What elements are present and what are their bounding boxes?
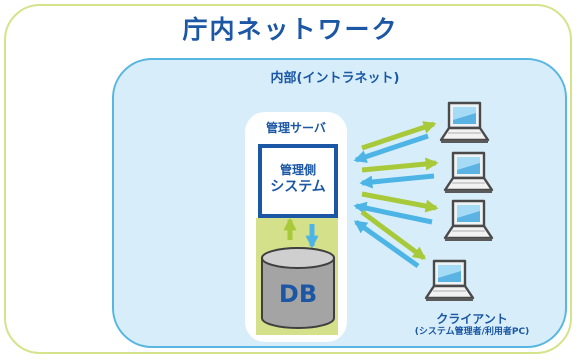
green-arrow-to-client-1 [361,121,437,151]
laptop-icon [443,199,494,243]
client-title: クライアント [436,312,508,326]
laptop-icon [424,259,475,303]
green-arrow-to-client-4 [360,209,427,261]
blue-arrow-from-client-1 [353,133,429,163]
blue-arrow-from-client-3 [353,201,433,225]
client-laptops [424,101,494,303]
database-label: DB [279,280,317,308]
client-subtitle: (システム管理者/利用者PC) [414,327,530,337]
green-arrow-to-client-3 [361,191,439,213]
management-system-line1: 管理側 [279,163,316,177]
management-server-title: 管理サーバ [266,121,326,135]
agency-network-title: 庁内ネットワーク [182,15,399,44]
intranet-title: 内部(イントラネット) [270,71,400,86]
blue-arrow-from-client-4 [353,219,420,269]
db-arrows [283,217,319,249]
connection-arrows [353,121,439,269]
client-caption: クライアント (システム管理者/利用者PC) [382,312,562,338]
management-system-line2: システム [270,179,326,195]
blue-arrow-from-client-2 [359,173,435,189]
database-cylinder: DB [261,247,335,329]
laptop-icon [443,151,494,195]
green-arrow-to-client-2 [361,157,439,173]
laptop-icon [439,101,490,145]
management-system-box: 管理側 システム [258,144,338,218]
